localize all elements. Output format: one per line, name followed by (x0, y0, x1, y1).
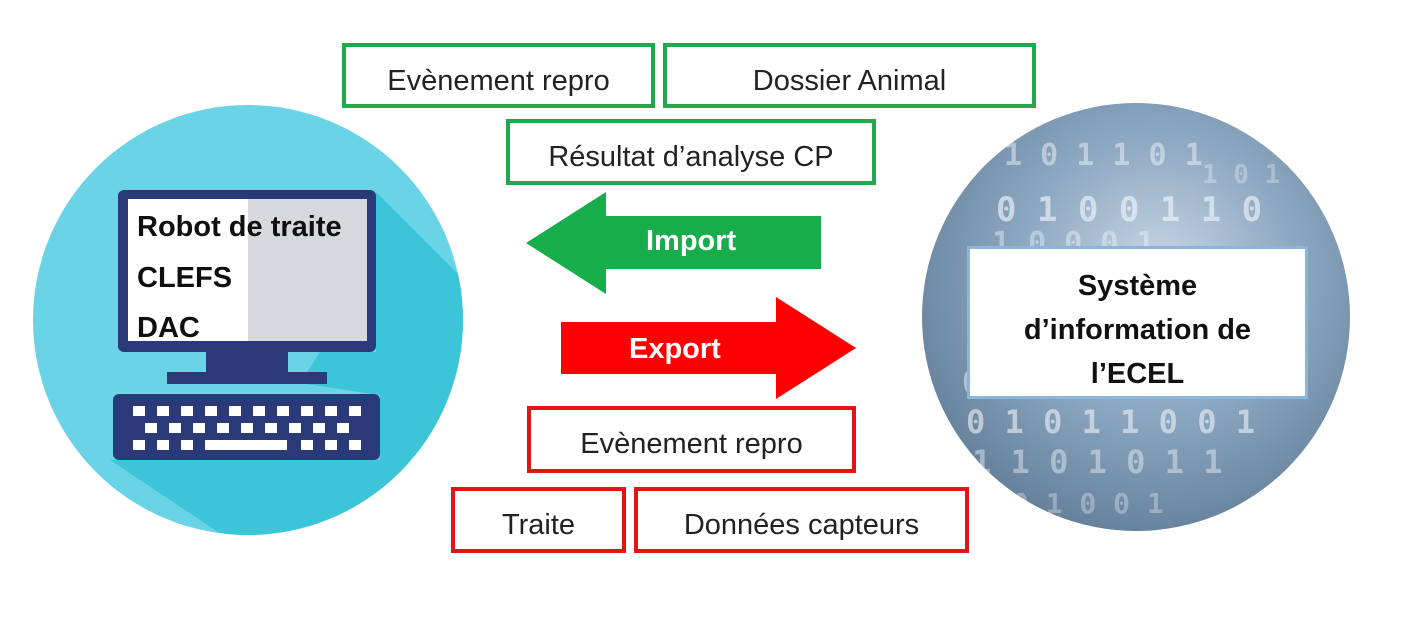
keyboard-keys (133, 406, 361, 450)
svg-text:0 1 0 0 1 1 0: 0 1 0 0 1 1 0 (996, 190, 1262, 230)
system-line-1: Système (1077, 270, 1198, 302)
export-item-donnees-label: Données capteurs (683, 509, 920, 541)
system-line-2: d’information de (1023, 314, 1252, 346)
screen-line-clefs: CLEFS (137, 262, 233, 294)
monitor-screen-left (128, 199, 248, 341)
export-arrow-shape (561, 297, 856, 399)
export-item-traite: Traite (451, 487, 626, 553)
computer-shadow (110, 192, 463, 535)
export-item-evenement-label: Evènement repro (580, 428, 803, 460)
monitor-screen-right (248, 199, 367, 341)
information-system-box: Système d’information de l’ECEL (967, 246, 1308, 399)
monitor-stand (206, 352, 288, 372)
svg-text:1 1 0 1 0 1 1: 1 1 0 1 0 1 1 (972, 443, 1222, 481)
import-item-evenement-repro: Evènement repro (342, 43, 655, 108)
import-item-resultat-analyse: Résultat d’analyse CP (506, 119, 876, 185)
import-item-dossier-animal: Dossier Animal (663, 43, 1036, 108)
svg-text:1 0 1 1 0 1: 1 0 1 1 0 1 (1004, 138, 1203, 173)
export-item-traite-label: Traite (501, 509, 576, 541)
export-item-evenement-repro: Evènement repro (527, 406, 856, 473)
export-item-donnees-capteurs: Données capteurs (634, 487, 969, 553)
import-item-resultat-label: Résultat d’analyse CP (548, 141, 834, 173)
svg-text:0 1 0 1 1 0 0 1: 0 1 0 1 1 0 0 1 (966, 403, 1255, 441)
export-label: Export (629, 333, 721, 365)
svg-text:1 0 1: 1 0 1 (1202, 160, 1280, 190)
import-item-dossier-label: Dossier Animal (752, 65, 947, 97)
monitor-base (167, 372, 327, 384)
system-line-3: l’ECEL (1090, 358, 1185, 390)
import-item-evenement-label: Evènement repro (387, 65, 610, 97)
screen-line-dac: DAC (137, 312, 200, 344)
screen-line-robot: Robot de traite (137, 211, 342, 243)
import-arrow-shape (526, 192, 821, 294)
import-label: Import (646, 225, 737, 257)
svg-text:0 1 0 0 1: 0 1 0 0 1 (1012, 487, 1164, 520)
